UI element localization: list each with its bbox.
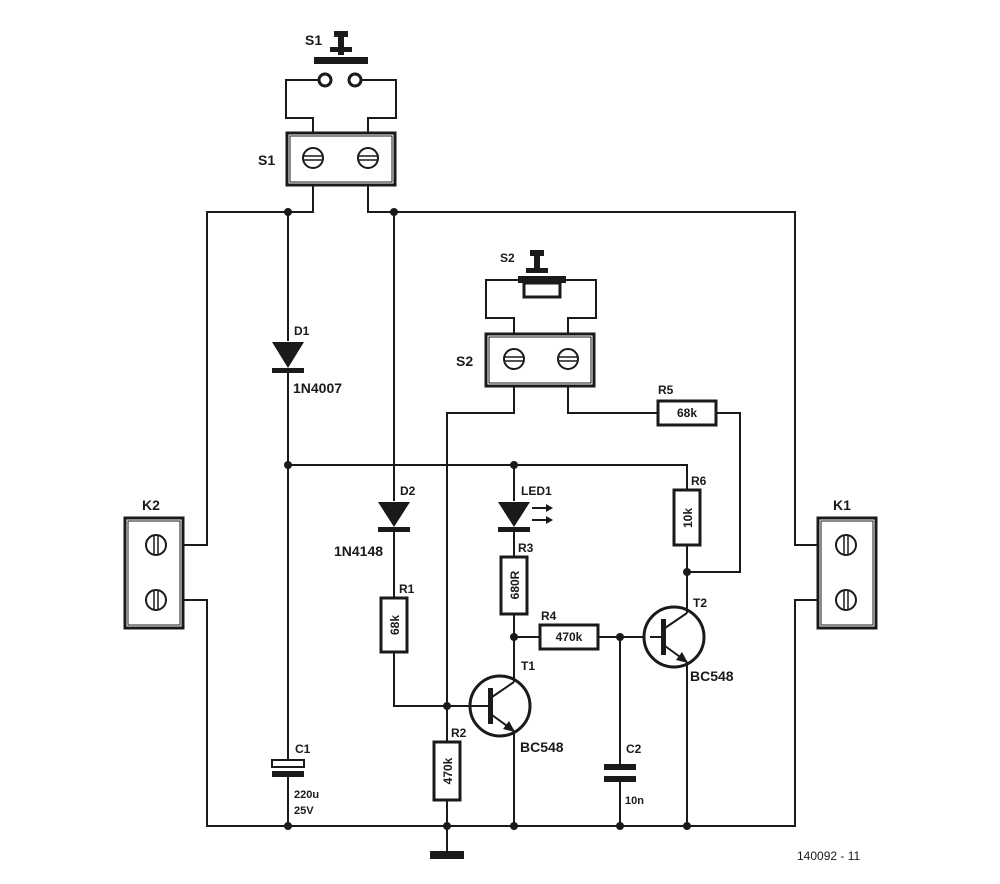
t2-label: T2 — [693, 596, 707, 610]
r1-resistor-symbol — [379, 596, 409, 654]
t2-transistor-symbol — [642, 605, 706, 670]
k2-terminal-block — [123, 516, 185, 630]
r4-label: R4 — [541, 609, 557, 623]
c1-value-voltage: 25V — [294, 805, 314, 817]
r2-value: 470k — [441, 757, 455, 784]
t2-type: BC548 — [690, 668, 734, 684]
k2-label: K2 — [142, 497, 160, 513]
s2-label: S2 — [500, 251, 515, 265]
r5-value: 68k — [677, 406, 697, 420]
d1-type: 1N4007 — [293, 380, 342, 396]
k1-label: K1 — [833, 497, 851, 513]
r3-resistor-symbol — [499, 555, 529, 616]
r4-value: 470k — [556, 630, 583, 644]
s1-label: S1 — [305, 32, 322, 48]
r1-value: 68k — [388, 615, 402, 635]
junction-dots — [284, 208, 691, 830]
s2-pushbutton-symbol — [518, 250, 566, 299]
r5-resistor-symbol — [656, 399, 718, 427]
wires — [182, 79, 823, 854]
r2-resistor-symbol — [432, 740, 462, 802]
t1-label: T1 — [521, 659, 535, 673]
s2-block-label: S2 — [456, 353, 473, 369]
t1-transistor-symbol — [467, 672, 532, 738]
led1-label: LED1 — [521, 484, 552, 498]
c2-capacitor-symbol — [604, 764, 636, 782]
d1-label: D1 — [294, 324, 310, 338]
d1-diode-symbol — [272, 342, 304, 373]
r6-label: R6 — [691, 474, 707, 488]
led1-symbol — [498, 502, 553, 532]
r1-label: R1 — [399, 582, 415, 596]
d2-label: D2 — [400, 484, 416, 498]
s1-terminal-block — [285, 131, 397, 187]
c2-label: C2 — [626, 742, 642, 756]
c1-capacitor-symbol — [271, 759, 305, 777]
c1-value-capacitance: 220u — [294, 789, 319, 801]
d2-diode-symbol — [378, 502, 410, 532]
d2-type: 1N4148 — [334, 543, 383, 559]
k1-terminal-block — [816, 516, 878, 630]
r3-label: R3 — [518, 541, 534, 555]
c2-value: 10n — [625, 795, 644, 807]
s2-terminal-block — [484, 332, 596, 388]
ground-symbol — [430, 851, 464, 859]
r5-label: R5 — [658, 383, 674, 397]
r6-value: 10k — [681, 508, 695, 528]
r2-label: R2 — [451, 726, 467, 740]
r6-resistor-symbol — [672, 488, 702, 547]
c1-label: C1 — [295, 742, 311, 756]
t1-type: BC548 — [520, 739, 564, 755]
s1-pushbutton-symbol — [314, 31, 368, 88]
r3-value: 680R — [508, 570, 522, 599]
r4-resistor-symbol — [538, 623, 600, 651]
s1-block-label: S1 — [258, 152, 275, 168]
figure-code: 140092 - 11 — [797, 849, 860, 863]
